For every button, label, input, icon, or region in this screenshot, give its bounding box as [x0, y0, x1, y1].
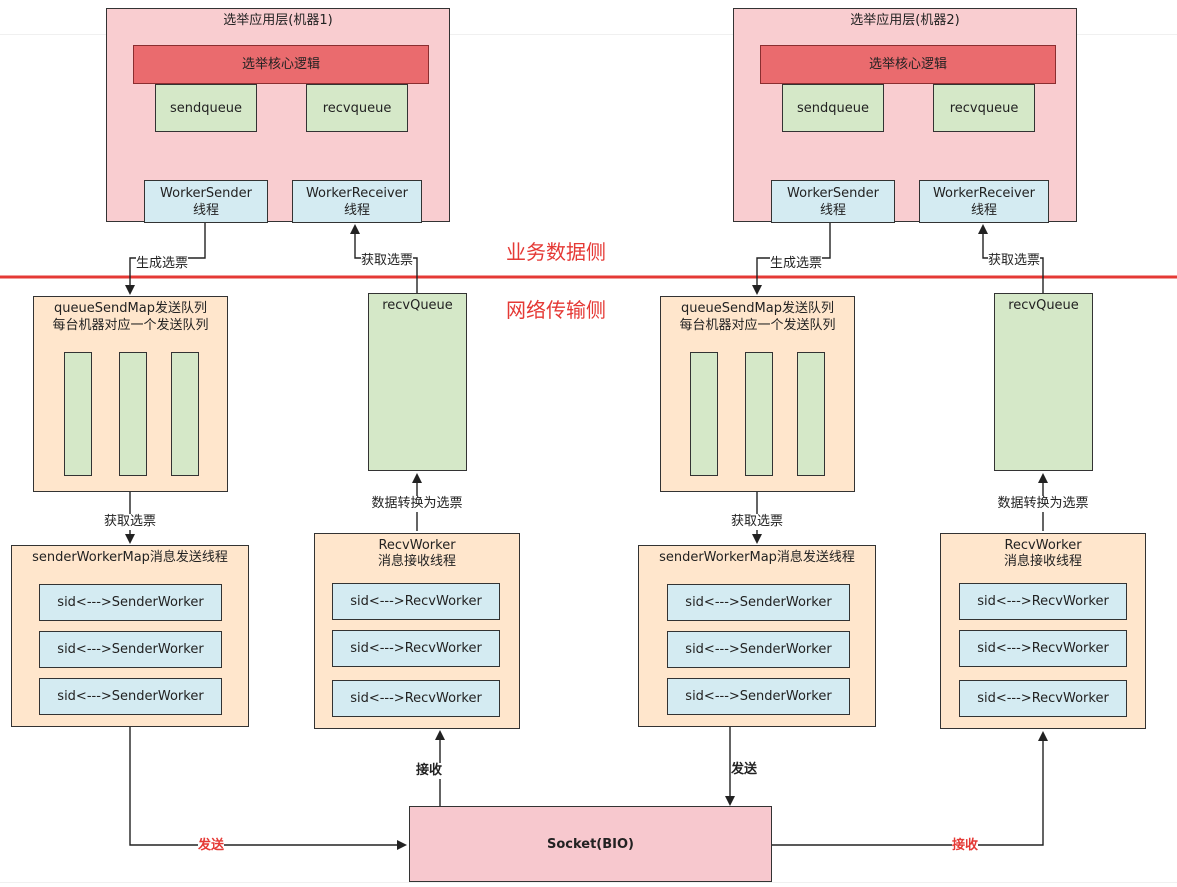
recv-worker-sub: 消息接收线程 [377, 554, 456, 569]
arrow-recv-right [772, 731, 1048, 846]
send-queue-slot [797, 352, 825, 476]
sender-worker-map-title: senderWorkerMap消息发送线程 [32, 550, 228, 565]
sender-worker-row-label: sid<--->SenderWorker [685, 689, 832, 704]
recv-worker-row: sid<--->RecvWorker [959, 583, 1127, 620]
sendqueue-1: sendqueue [155, 84, 257, 132]
worker-sender-sub: 线程 [192, 203, 219, 218]
worker-sender-thread-2: WorkerSender 线程 [771, 180, 895, 223]
sendqueue-label: sendqueue [170, 101, 242, 116]
sender-worker-row: sid<--->SenderWorker [39, 631, 222, 668]
sender-worker-row-label: sid<--->SenderWorker [685, 595, 832, 610]
send-left-label: 发送 [197, 838, 225, 854]
worker-receiver-thread-1: WorkerReceiver 线程 [292, 180, 422, 223]
recv-worker-row-label: sid<--->RecvWorker [977, 691, 1109, 706]
election-core-logic-1: 选举核心逻辑 [133, 45, 429, 84]
recv-queue-1: recvQueue [368, 293, 467, 471]
worker-receiver-label: WorkerReceiver [932, 186, 1036, 201]
recv-left-label: 接收 [415, 763, 443, 779]
recv-worker-row-label: sid<--->RecvWorker [977, 641, 1109, 656]
recv-worker-row: sid<--->RecvWorker [332, 680, 500, 717]
worker-receiver-sub: 线程 [970, 203, 997, 218]
arrow-send-left [129, 726, 407, 850]
sender-worker-row-label: sid<--->SenderWorker [685, 642, 832, 657]
worker-receiver-label: WorkerReceiver [305, 186, 409, 201]
recv-worker-sub: 消息接收线程 [1003, 554, 1082, 569]
recv-worker-title: RecvWorker [1004, 538, 1082, 553]
recv-worker-row-label: sid<--->RecvWorker [977, 594, 1109, 609]
worker-sender-sub: 线程 [819, 203, 846, 218]
recv-queue-label: recvQueue [1008, 298, 1079, 313]
core-label: 选举核心逻辑 [868, 57, 947, 72]
sender-worker-row: sid<--->SenderWorker [39, 584, 222, 621]
send-right-label: 发送 [730, 762, 758, 778]
sendqueue-2: sendqueue [782, 84, 884, 132]
queue-send-map-sub: 每台机器对应一个发送队列 [52, 318, 209, 333]
sender-worker-row: sid<--->SenderWorker [667, 631, 850, 668]
recv-queue-label: recvQueue [382, 298, 453, 313]
background-lane [0, 882, 1177, 883]
recvqueue-label: recvqueue [322, 101, 392, 116]
recv-worker-title: RecvWorker [378, 538, 456, 553]
sender-worker-row: sid<--->SenderWorker [667, 584, 850, 621]
sender-worker-row: sid<--->SenderWorker [667, 678, 850, 715]
get-vote-top-label: 获取选票 [360, 253, 414, 269]
sender-worker-row: sid<--->SenderWorker [39, 678, 222, 715]
sender-worker-row-label: sid<--->SenderWorker [57, 595, 204, 610]
send-queue-slot [745, 352, 773, 476]
send-queue-slot [690, 352, 718, 476]
recvqueue-2: recvqueue [933, 84, 1035, 132]
recv-worker-row: sid<--->RecvWorker [959, 630, 1127, 667]
socket-bio: Socket(BIO) [409, 806, 772, 882]
recv-worker-row: sid<--->RecvWorker [332, 583, 500, 620]
gen-vote-label: 生成选票 [769, 256, 823, 272]
recv-worker-row: sid<--->RecvWorker [332, 630, 500, 667]
sender-worker-map-title: senderWorkerMap消息发送线程 [659, 550, 855, 565]
layer-title: 选举应用层(机器2) [850, 13, 960, 28]
queue-send-map-title: queueSendMap发送队列 [681, 301, 834, 316]
convert-label: 数据转换为选票 [371, 496, 463, 512]
layer-title: 选举应用层(机器1) [223, 13, 333, 28]
queue-send-map-title: queueSendMap发送队列 [54, 301, 207, 316]
sender-worker-row-label: sid<--->SenderWorker [57, 642, 204, 657]
send-queue-slot [171, 352, 199, 476]
core-label: 选举核心逻辑 [241, 57, 320, 72]
get-vote-top-label: 获取选票 [987, 253, 1041, 269]
worker-sender-thread-1: WorkerSender 线程 [144, 180, 268, 223]
send-queue-slot [64, 352, 92, 476]
worker-receiver-sub: 线程 [343, 203, 370, 218]
recv-worker-row-label: sid<--->RecvWorker [350, 691, 482, 706]
recv-right-label: 接收 [951, 838, 979, 854]
recv-worker-row-label: sid<--->RecvWorker [350, 641, 482, 656]
network-zone-label: 网络传输侧 [506, 298, 606, 322]
worker-sender-label: WorkerSender [160, 186, 252, 201]
recv-worker-row: sid<--->RecvWorker [959, 680, 1127, 717]
recvqueue-1: recvqueue [306, 84, 408, 132]
convert-label: 数据转换为选票 [997, 496, 1089, 512]
get-vote-mid-label: 获取选票 [103, 514, 157, 530]
recvqueue-label: recvqueue [949, 101, 1019, 116]
sendqueue-label: sendqueue [797, 101, 869, 116]
get-vote-mid-label: 获取选票 [730, 514, 784, 530]
election-core-logic-2: 选举核心逻辑 [760, 45, 1056, 84]
gen-vote-label: 生成选票 [135, 256, 189, 272]
sender-worker-row-label: sid<--->SenderWorker [57, 689, 204, 704]
socket-label: Socket(BIO) [546, 837, 634, 852]
recv-queue-2: recvQueue [994, 293, 1093, 471]
send-queue-slot [119, 352, 147, 476]
background-lane [0, 34, 1177, 35]
business-zone-label: 业务数据侧 [506, 240, 606, 264]
queue-send-map-sub: 每台机器对应一个发送队列 [679, 318, 836, 333]
recv-worker-row-label: sid<--->RecvWorker [350, 594, 482, 609]
worker-sender-label: WorkerSender [787, 186, 879, 201]
worker-receiver-thread-2: WorkerReceiver 线程 [919, 180, 1049, 223]
